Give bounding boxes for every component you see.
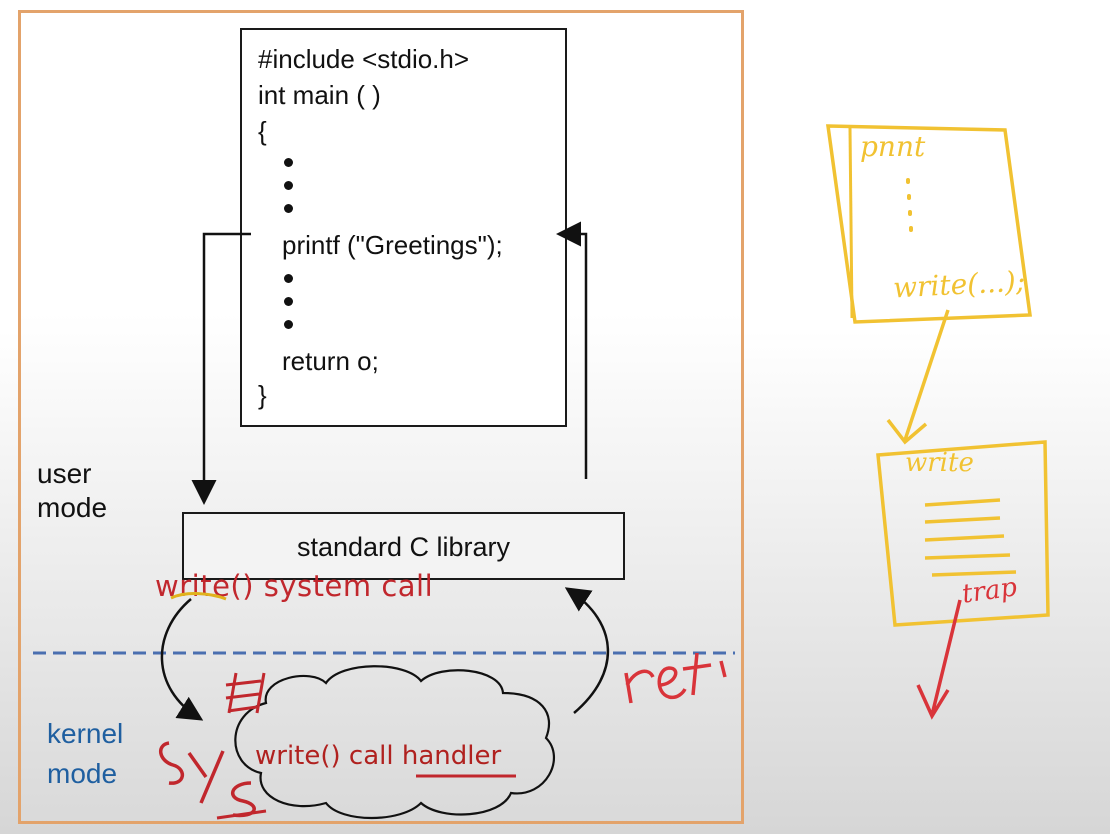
ret-apostrophe-mark [719,660,727,678]
sys-s2-mark [231,781,256,818]
ladder-mark [225,672,266,714]
sketch-trap-arrow [916,599,962,720]
user-mode-line1: user [37,458,92,489]
trap-arrow [160,598,204,721]
handler-label: write() call handler [255,741,502,771]
sketch-down-arrow [886,309,950,445]
diagram-panel: #include <stdio.h> int main ( ) { printf… [18,10,744,824]
kernel-mode-line2: mode [47,758,118,789]
code-line-return: return o; [282,346,379,376]
sys-y-mark [187,750,225,804]
code-line-main: int main ( ) [258,80,381,110]
kernel-mode-line1: kernel [47,718,124,749]
user-mode-line2: mode [37,492,108,523]
sys-s-mark [159,741,184,785]
user-mode-label: user mode [37,457,107,525]
ellipsis-dot [284,204,293,213]
ellipsis-dot [284,320,293,329]
ret-e-mark [657,666,687,700]
return-from-kernel-arrow [564,587,610,714]
call-arrow [191,232,251,505]
sketch-top-title: pnnt [860,130,926,163]
sketch-dots [906,178,913,232]
ellipsis-dot [284,158,293,167]
standard-library-label: standard C library [296,532,511,562]
syscall-label: write() system call [155,569,434,603]
code-line-open-brace: { [258,116,267,146]
ret-r-mark [624,669,655,704]
underline-mark [170,592,227,601]
sketch-trap-label: trap [960,572,1019,610]
sketch-top-call: write(...); [892,264,1026,305]
ellipsis-dot [284,274,293,283]
standard-library-box: standard C library [182,512,625,580]
handler-cloud [234,665,556,819]
code-line-include: #include <stdio.h> [258,44,470,74]
ret-t-mark [682,652,712,696]
sys-underline [216,809,267,820]
code-line-close-brace: } [258,380,267,410]
ellipsis-dot [284,181,293,190]
diagram-arrows [33,221,735,820]
return-arrow [556,221,588,479]
code-line-printf: printf ("Greetings"); [282,230,503,260]
ellipsis-dot [284,297,293,306]
sketch-content-lines [924,498,1017,577]
sketch-bottom-title: write [905,448,974,478]
code-box: #include <stdio.h> int main ( ) { printf… [240,28,567,427]
kernel-mode-label: kernel mode [47,717,123,791]
